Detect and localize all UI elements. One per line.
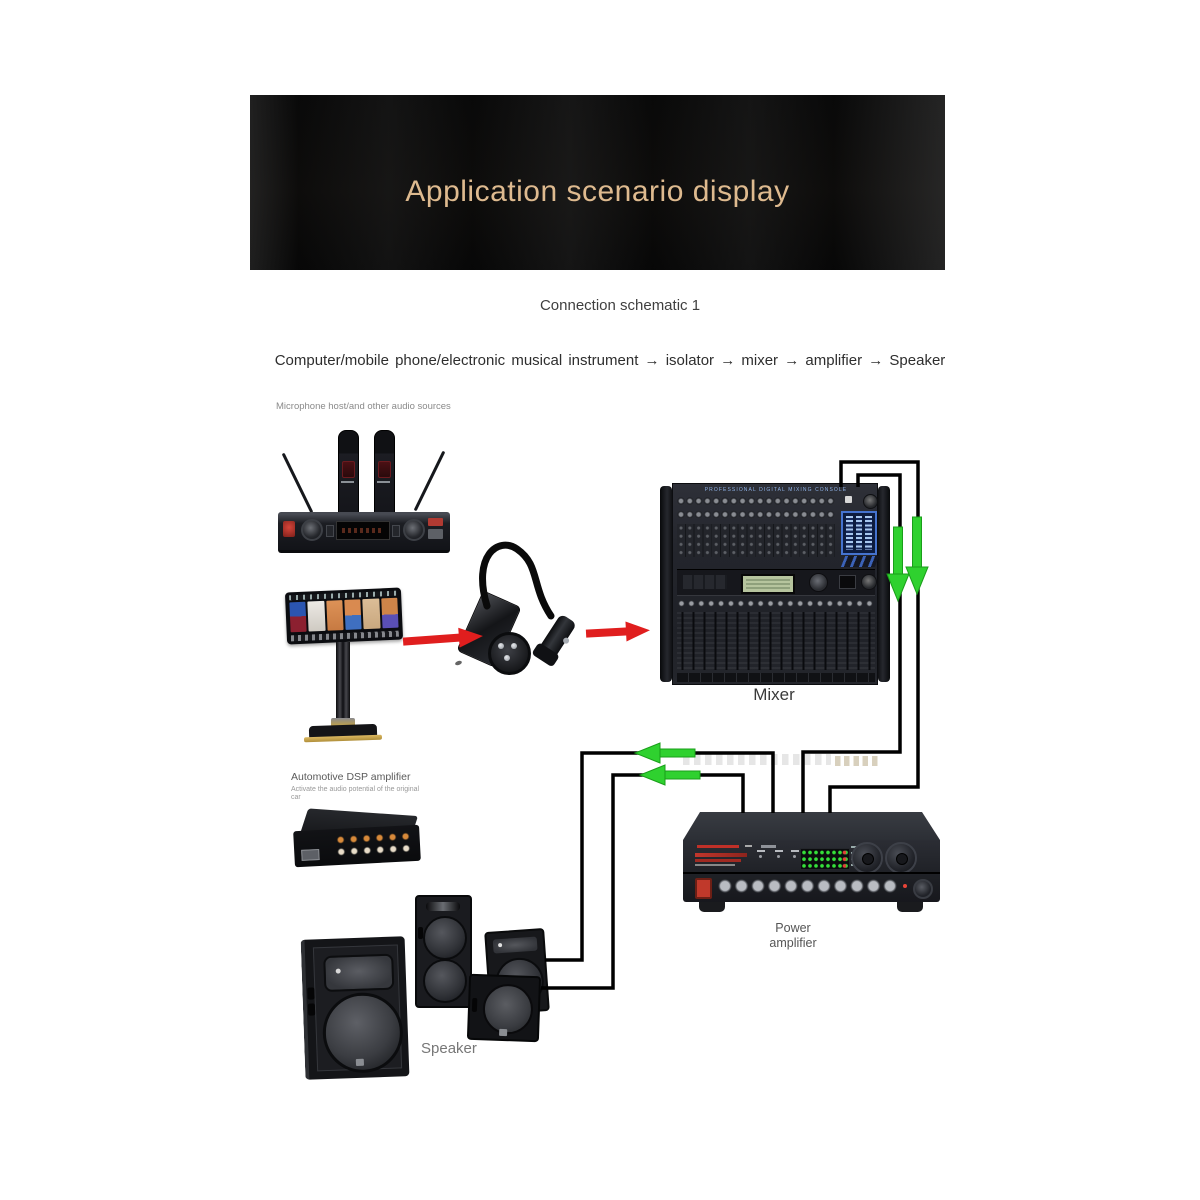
amplifier-vu-knob	[851, 842, 883, 874]
amplifier-red-switch	[695, 878, 712, 899]
speaker-large	[300, 936, 410, 1080]
microphone-icon	[374, 430, 395, 518]
mixer-side-rail	[660, 486, 672, 682]
mixer-gain-knobs	[677, 495, 835, 522]
subwoofer	[466, 973, 542, 1043]
schematic-title: Connection schematic 1	[539, 297, 701, 314]
receiver-knob	[403, 519, 425, 541]
mixer-lcd-display	[741, 574, 795, 594]
mixer-eq-section	[677, 524, 835, 557]
green-down-arrow	[886, 516, 929, 603]
xlr-female-connector-icon	[531, 613, 577, 668]
amplifier-power-knob	[913, 879, 933, 899]
mixer-label: Mixer	[753, 685, 795, 704]
screen-album-tiles	[289, 597, 399, 633]
microphone-receiver	[278, 512, 450, 553]
dsp-port	[301, 848, 320, 861]
dust-speck	[454, 659, 463, 667]
receiver-knob	[301, 519, 323, 541]
amplifier-led-meter	[800, 848, 850, 870]
speaker-horn	[492, 936, 538, 954]
mixer-level-meter	[841, 511, 877, 555]
banner: Application scenario display	[250, 95, 945, 270]
speaker-woofer	[423, 916, 467, 960]
speaker-label: Speaker	[421, 1040, 477, 1057]
mixer-master-knob	[863, 494, 878, 509]
mixer-console: PROFESSIONAL DIGITAL MIXING CONSOLE	[660, 483, 890, 766]
dsp-title: Automotive DSP amplifier	[291, 771, 411, 783]
amplifier-front-panel	[683, 840, 940, 902]
screen-key-row	[290, 630, 399, 642]
antenna-right-icon	[413, 450, 446, 512]
amplifier-vu-knob	[885, 842, 917, 874]
amplifier-top-face	[683, 812, 940, 840]
banner-title: Application scenario display	[405, 175, 790, 208]
mixer-header-text: PROFESSIONAL DIGITAL MIXING CONSOLE	[704, 487, 848, 493]
mixer-panel: PROFESSIONAL DIGITAL MIXING CONSOLE	[672, 483, 880, 766]
antenna-left-icon	[281, 452, 314, 514]
mixer-side-rail	[878, 486, 890, 682]
speaker-horn	[323, 953, 395, 993]
mixer-pan-knobs	[677, 597, 875, 610]
subwoofer-grille	[482, 983, 534, 1035]
mixer-master-fader-caps	[833, 756, 879, 766]
signal-flow-text: Computer/mobile phone/electronic musical…	[274, 352, 946, 369]
microphone-icon	[338, 430, 359, 518]
power-led	[903, 884, 907, 888]
rca-jacks	[334, 831, 414, 860]
speaker-woofer	[423, 959, 467, 1003]
speaker-tall	[415, 895, 472, 1008]
mixer-select-knob	[809, 573, 828, 592]
mixer-middle-band	[677, 569, 877, 596]
automotive-dsp-amplifier	[293, 808, 424, 870]
amplifier-channel-knobs	[717, 877, 899, 897]
mixer-fader-bank	[677, 612, 879, 766]
touchscreen-display	[284, 587, 404, 645]
dsp-subtitle: Activate the audio potential of the orig…	[291, 786, 420, 801]
xlr-male-connector-icon	[488, 632, 531, 675]
stand-collar	[331, 718, 355, 727]
touchscreen-jukebox	[284, 587, 406, 750]
receiver-badge	[283, 521, 295, 537]
audio-sources-label: Microphone host/and other audio sources	[276, 401, 451, 412]
receiver-display	[336, 521, 390, 540]
mixer-fader-caps	[681, 754, 831, 765]
power-amplifier-label: Power amplifier	[769, 921, 817, 950]
wireless-microphone-system	[278, 428, 450, 553]
power-amplifier	[683, 800, 940, 918]
stand-pole	[336, 642, 350, 720]
